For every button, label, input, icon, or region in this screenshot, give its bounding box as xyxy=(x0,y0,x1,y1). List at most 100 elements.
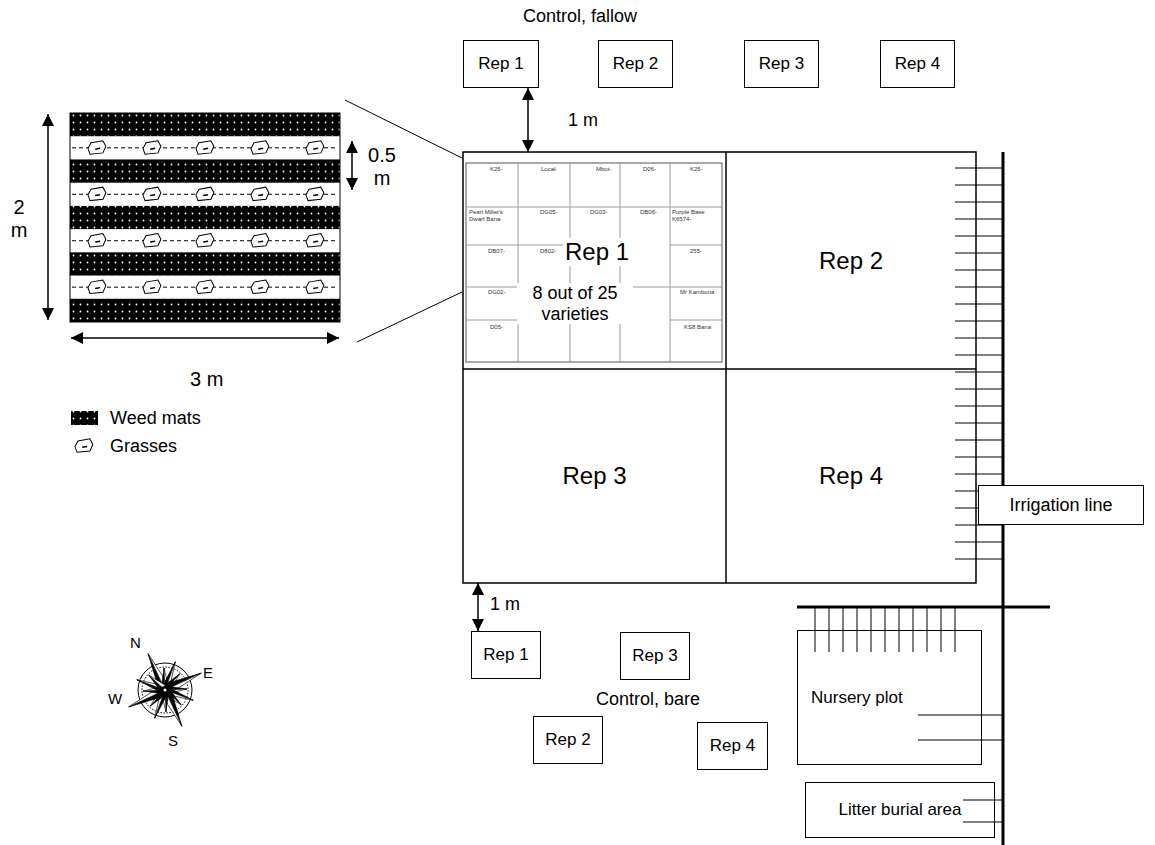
compass-rose xyxy=(112,637,218,743)
legend-entry: Grasses xyxy=(70,436,177,457)
grass-plant xyxy=(195,187,215,202)
grass-plant xyxy=(250,233,270,248)
drawing-part xyxy=(95,194,100,196)
rep-label: Rep 1 xyxy=(478,54,523,74)
grass-plant xyxy=(195,280,215,295)
compass-letter: W xyxy=(108,690,122,707)
drawing-part xyxy=(518,163,519,362)
drawing-part xyxy=(670,163,671,362)
rep-label: Rep 2 xyxy=(545,730,590,750)
weed-mat-swatch xyxy=(71,411,98,425)
drawing-part xyxy=(164,689,167,692)
irrigation-branch xyxy=(797,606,1050,609)
label-text: E xyxy=(203,664,213,681)
label-text: DG03- xyxy=(590,209,608,215)
grass-plant xyxy=(87,280,107,295)
drawing-part xyxy=(670,245,722,246)
drawing-part xyxy=(95,240,100,242)
dripper-line xyxy=(955,185,1003,186)
variety-name: K26- xyxy=(490,166,503,173)
legend-sample xyxy=(70,408,100,428)
label-text: 3 m xyxy=(190,368,223,390)
dimension-label: 1 m xyxy=(490,594,520,615)
grass-plant xyxy=(195,140,215,155)
weed-mat-texture xyxy=(70,206,340,229)
drawing-part xyxy=(305,233,325,248)
label-text: DG02- xyxy=(488,289,506,295)
variety-grid xyxy=(466,163,722,362)
drawing-part xyxy=(150,240,155,242)
plot-box: Rep 3 xyxy=(744,40,819,88)
variety-name: DG05- xyxy=(540,209,558,216)
spacing-arrow xyxy=(477,583,479,631)
drawing-part xyxy=(250,233,270,248)
drawing-part xyxy=(250,187,270,202)
drawing-part xyxy=(258,148,263,150)
variety-name: DB06- xyxy=(640,209,657,216)
dimension-label: 3 m xyxy=(190,368,223,391)
rep-label: Rep 3 xyxy=(562,462,626,490)
variety-name: D05- xyxy=(490,324,503,331)
drawing-part xyxy=(138,663,192,717)
drawing-part xyxy=(129,690,167,711)
plot-box: Rep 1 xyxy=(471,631,541,679)
drawing-part xyxy=(313,148,318,150)
dimension-arrow xyxy=(71,337,339,339)
drawing-part xyxy=(466,163,722,362)
grass-plant xyxy=(87,140,107,155)
label-text: 0.5 m xyxy=(368,144,396,189)
plot-box: Irrigation line xyxy=(978,485,1144,525)
rep-label: Litter burial area xyxy=(839,800,962,820)
dimension-label: 1 m xyxy=(568,110,598,131)
grass-plant xyxy=(142,233,162,248)
weed-mat-texture xyxy=(70,159,340,182)
grass-plant xyxy=(250,280,270,295)
weed-mat-texture xyxy=(70,113,340,136)
drawing-part xyxy=(250,280,270,295)
drawing-part xyxy=(195,280,215,295)
plot-box: Rep 4 xyxy=(880,40,955,88)
dripper-line xyxy=(955,440,1003,441)
legend-text: Grasses xyxy=(110,436,177,457)
rep-label: Irrigation line xyxy=(1009,495,1112,516)
label-text: S xyxy=(168,732,178,749)
edge-label-text: 1 m xyxy=(568,110,598,130)
plot-box: Rep 1 xyxy=(463,40,539,88)
label-text: Local- xyxy=(541,166,557,172)
edge-label-text: 1 m xyxy=(490,594,520,614)
variety-name: D802- xyxy=(540,248,556,255)
compass-letter: E xyxy=(203,664,213,681)
grass-plant xyxy=(305,140,325,155)
label-text: Control, fallow xyxy=(523,6,637,26)
plot-box: Litter burial area xyxy=(805,782,995,838)
variety-name: Pearl Millet's Dwarf Bana xyxy=(469,209,515,223)
grass-plant xyxy=(250,187,270,202)
drawing-part xyxy=(305,280,325,295)
group-heading: Control, fallow xyxy=(523,6,637,27)
dripper-line xyxy=(955,202,1003,203)
weed-mat-texture xyxy=(70,299,340,322)
drawing-part xyxy=(87,280,107,295)
grass-plant xyxy=(142,140,162,155)
rep-label: Rep 1 xyxy=(563,238,631,266)
plot-box: Rep 2 xyxy=(598,40,673,88)
dripper-line xyxy=(955,355,1003,356)
drawing-part xyxy=(112,637,218,743)
variety-name: K26- xyxy=(690,166,703,173)
drawing-part xyxy=(87,140,107,155)
drawing-part xyxy=(142,140,162,155)
plot-outline xyxy=(70,113,340,322)
field-outline xyxy=(463,152,976,583)
drawing-part xyxy=(203,194,208,196)
dripper-line xyxy=(955,423,1003,424)
variety-name: 255- xyxy=(690,248,702,255)
weed-mat-texture xyxy=(71,411,98,425)
dimension-arrow xyxy=(351,141,353,190)
label-text: D802- xyxy=(540,248,556,254)
drawing-part xyxy=(87,233,107,248)
label-text: K26- xyxy=(690,166,703,172)
rep-label: Rep 4 xyxy=(819,462,883,490)
dripper-line xyxy=(955,372,1003,373)
drawing-part xyxy=(146,673,167,693)
dripper-line xyxy=(955,253,1003,254)
